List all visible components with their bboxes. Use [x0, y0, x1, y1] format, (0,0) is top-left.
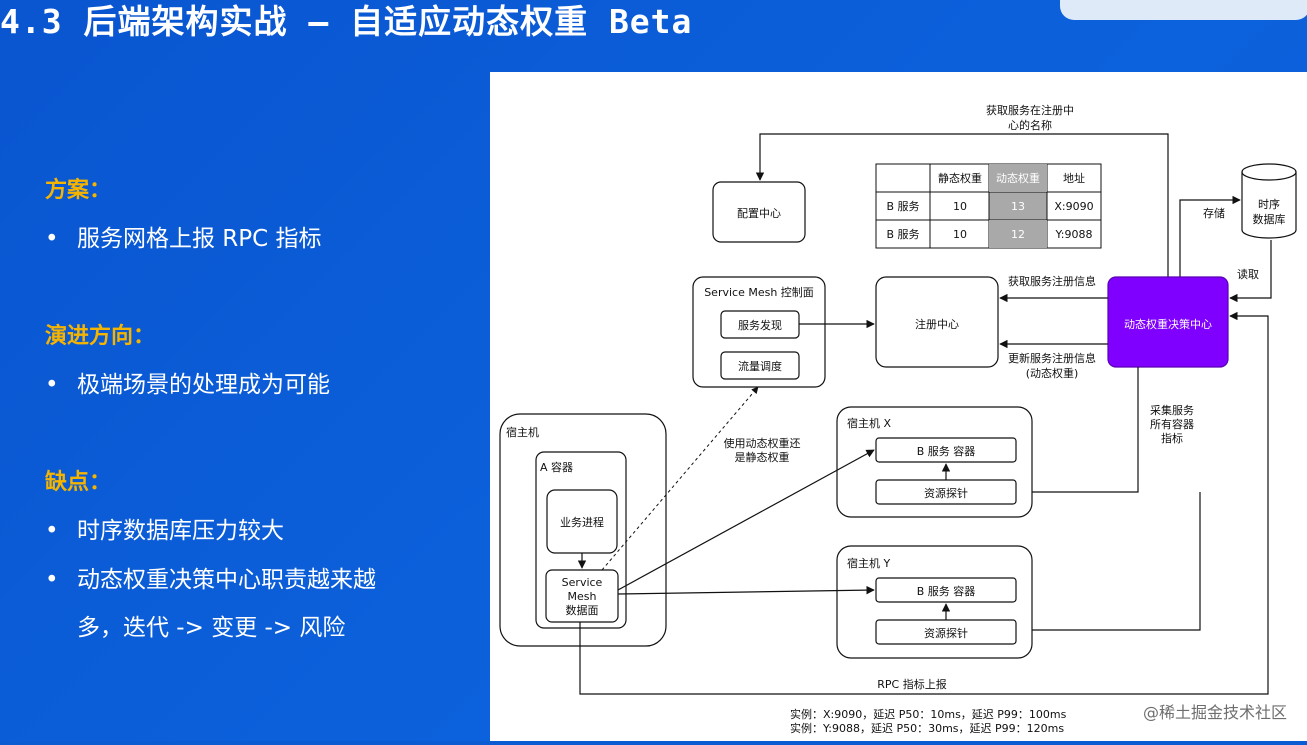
cons-item-text: 时序数据库压力较大	[77, 518, 284, 544]
table-cell: 10	[953, 200, 967, 213]
instance-note-2: 实例：Y:9088，延迟 P50：30ms，延迟 P99：120ms	[790, 721, 1064, 735]
title-tab-decoration	[1060, 0, 1307, 20]
registry-box	[875, 276, 999, 368]
mesh-data-label-1: Service	[562, 576, 603, 589]
evolve-heading: 演进方向：	[45, 324, 156, 349]
decision-center-label: 动态权重决策中心	[1124, 317, 1212, 331]
traffic-dispatch-label: 流量调度	[738, 359, 782, 373]
tsdb-label-1: 时序	[1258, 197, 1280, 211]
mesh-data-plane-box	[545, 569, 619, 623]
cons-item-2: •动态权重决策中心职责越来越	[45, 567, 376, 593]
arrow-collect-metrics	[1019, 367, 1139, 497]
plan-heading: 方案：	[45, 178, 112, 203]
collect-label-3: 指标	[1161, 431, 1183, 445]
table-cell: Y:9088	[1055, 228, 1093, 241]
host-x-probe-label: 资源探针	[924, 486, 968, 500]
collect-label-2: 所有容器	[1150, 417, 1194, 431]
instance-note-1: 实例：X:9090，延迟 P50：10ms，延迟 P99：100ms	[790, 707, 1067, 721]
biz-process-label: 业务进程	[560, 516, 604, 529]
host-x-container-box	[875, 437, 1017, 463]
table-cell: 12	[1011, 228, 1025, 241]
evolve-item-text: 极端场景的处理成为可能	[77, 372, 330, 398]
use-weight-label-1: 使用动态权重还	[724, 436, 801, 450]
arrow-mesh-to-control	[601, 386, 759, 571]
host-x-label: 宿主机 X	[847, 416, 891, 430]
arrow-collect-metrics-y	[1019, 492, 1201, 635]
get-reg-info-label: 获取服务注册信息	[1008, 274, 1096, 288]
service-discovery-label: 服务发现	[738, 318, 782, 332]
arrow-read	[1229, 240, 1272, 303]
evolve-item: •极端场景的处理成为可能	[45, 372, 330, 398]
host-y-container-box	[875, 577, 1017, 603]
arrow-decision-to-config	[755, 133, 1169, 277]
table-header-address: 地址	[1063, 171, 1085, 185]
host-y-label: 宿主机 Y	[847, 556, 890, 570]
arrow-store	[1179, 195, 1241, 277]
host-y-container-label: B 服务 容器	[917, 584, 976, 598]
tsdb-cylinder: 时序 数据库	[1241, 163, 1297, 239]
architecture-diagram: 获取服务在注册中 心的名称 配置中心 静态权重 动态权重 地址 B 服务	[490, 72, 1307, 741]
mesh-data-label-2: Mesh	[568, 590, 597, 603]
mesh-data-label-3: 数据面	[566, 603, 599, 617]
cons-item-2-continuation: 多，迭代 -> 变更 -> 风险	[77, 615, 346, 641]
top-label-line2: 心的名称	[1008, 118, 1052, 132]
table-cell: X:9090	[1054, 200, 1093, 213]
table-cell: B 服务	[886, 200, 919, 213]
host-a-label: 宿主机	[506, 425, 539, 439]
plan-item: •服务网格上报 RPC 指标	[45, 226, 322, 252]
weight-table: 静态权重 动态权重 地址 B 服务 10 13 X:9090 B 服务 10 1…	[875, 163, 1102, 249]
slide-title: 4.3 后端架构实战 – 自适应动态权重 Beta	[0, 2, 693, 41]
arrow-rpc-report	[579, 311, 1269, 695]
config-center-box	[712, 181, 806, 243]
update-reg-info-label-1: 更新服务注册信息	[1008, 351, 1096, 365]
tsdb-label-2: 数据库	[1253, 212, 1286, 226]
table-header-dynamic: 动态权重	[996, 171, 1040, 185]
container-a-label: A 容器	[540, 460, 573, 474]
config-center-label: 配置中心	[737, 207, 781, 220]
table-cell: 10	[953, 228, 967, 241]
decision-center-box	[1107, 276, 1229, 368]
use-weight-label-2: 是静态权重	[735, 450, 790, 464]
traffic-dispatch-box	[720, 351, 800, 380]
collect-label-1: 采集服务	[1150, 403, 1194, 417]
registry-label: 注册中心	[915, 317, 959, 331]
store-label: 存储	[1203, 206, 1225, 220]
read-label: 读取	[1237, 267, 1259, 281]
cons-item-text: 动态权重决策中心职责越来越	[77, 567, 376, 593]
mesh-control-label: Service Mesh 控制面	[704, 285, 814, 299]
plan-item-text: 服务网格上报 RPC 指标	[77, 226, 322, 252]
update-reg-info-label-2: (动态权重)	[1026, 366, 1079, 380]
host-y-probe-label: 资源探针	[924, 626, 968, 640]
diagram-svg: 获取服务在注册中 心的名称 配置中心 静态权重 动态权重 地址 B 服务	[499, 103, 1297, 735]
arrow-rpc-to-y	[617, 585, 875, 595]
rpc-report-label: RPC 指标上报	[877, 677, 946, 691]
cons-item-1: •时序数据库压力较大	[45, 518, 284, 544]
top-label-line1: 获取服务在注册中	[986, 103, 1074, 117]
table-cell: 13	[1011, 200, 1025, 213]
table-cell: B 服务	[886, 228, 919, 241]
table-header-static: 静态权重	[938, 171, 982, 185]
host-x-container-label: B 服务 容器	[917, 444, 976, 458]
cons-heading: 缺点：	[45, 470, 112, 495]
arrow-rpc-to-x	[617, 449, 875, 591]
site-watermark: @稀土掘金技术社区	[1142, 703, 1287, 722]
